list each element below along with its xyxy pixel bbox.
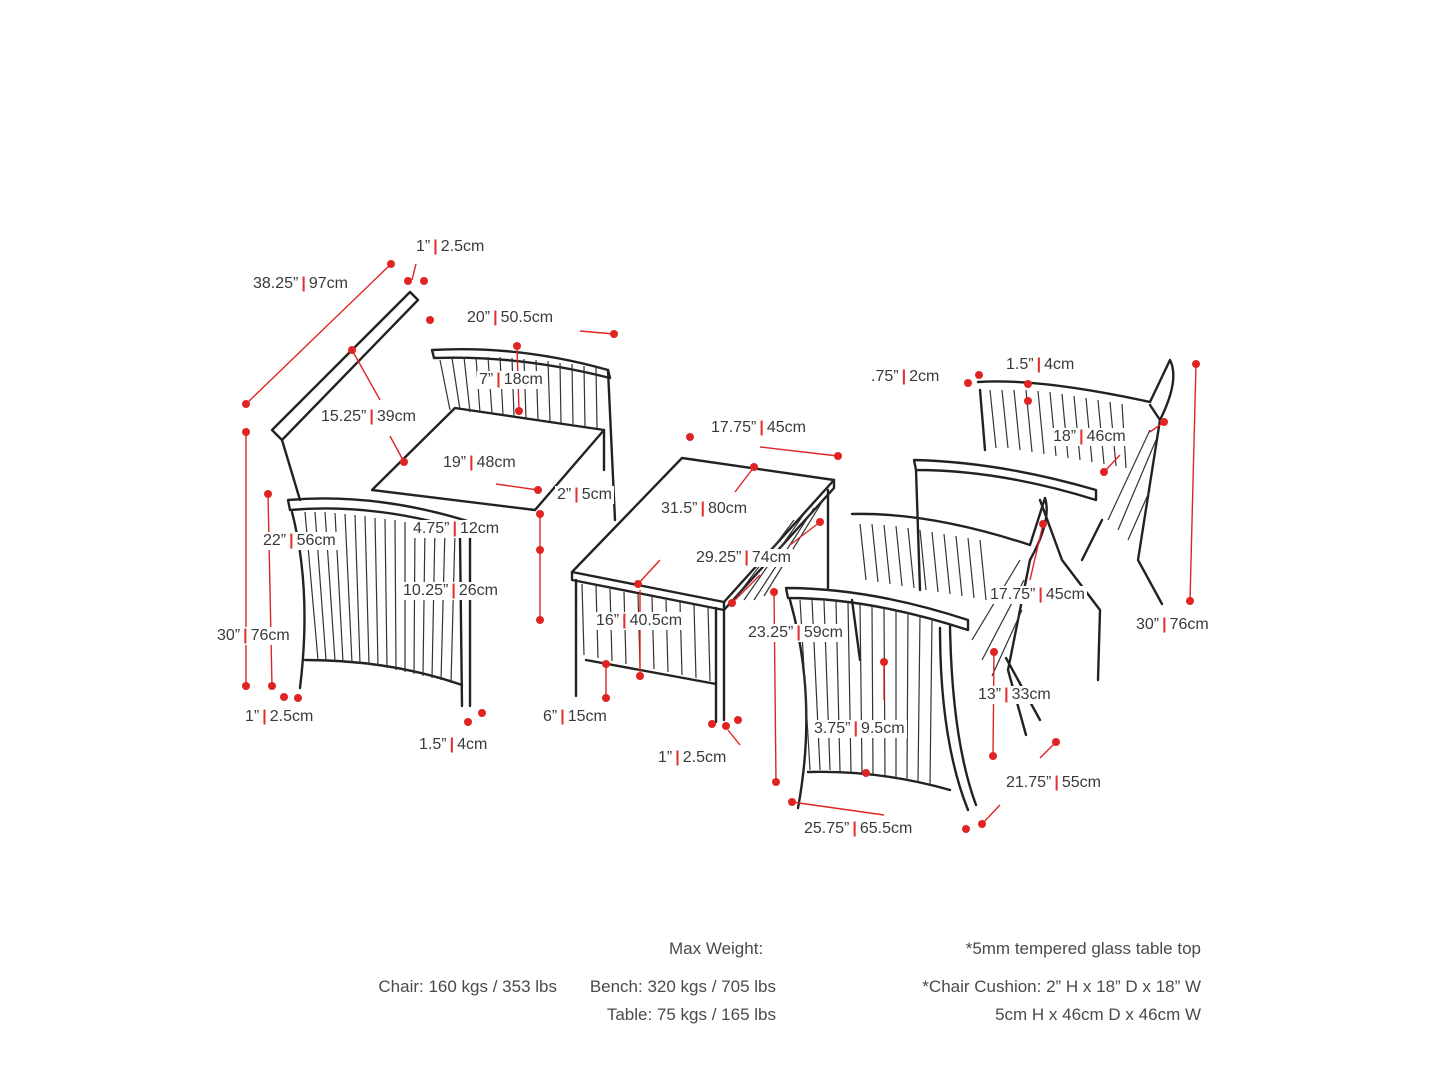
dim-bench-width: 38.25”|97cm bbox=[251, 275, 350, 293]
dim-table-width: 17.75”|45cm bbox=[709, 419, 808, 437]
dim-chair-leg-depth: 3.75”|9.5cm bbox=[812, 720, 907, 738]
back-chair-drawing bbox=[912, 358, 1175, 682]
max-weight-title: Max Weight: bbox=[669, 939, 764, 958]
dim-bench-cushion: 2”|5cm bbox=[555, 486, 614, 504]
cushion-note-imperial: *Chair Cushion: 2” H x 18” D x 18” W bbox=[922, 977, 1201, 996]
front-chair-drawing bbox=[784, 496, 1048, 812]
bench-weight: Bench: 320 kgs / 705 lbs bbox=[589, 977, 776, 996]
dim-bench-back-height: 15.25”|39cm bbox=[319, 408, 418, 426]
dim-table-leg: 1”|2.5cm bbox=[656, 749, 729, 767]
dim-bench-seat-height-2: 10.25”|26cm bbox=[401, 582, 500, 600]
chair-weight: Chair: 160 kgs / 353 lbs bbox=[378, 977, 557, 996]
dim-chair-depth: 18”|46cm bbox=[1051, 428, 1128, 446]
dim-chair-total-height: 30”|76cm bbox=[1134, 616, 1211, 634]
dim-table-height: 16”|40.5cm bbox=[594, 612, 685, 630]
dim-chair-back-frame: 1.5”|4cm bbox=[1004, 356, 1077, 374]
dim-chair-width: 25.75”|65.5cm bbox=[802, 820, 915, 838]
dim-bench-arm-total-height: 22”|56cm bbox=[261, 532, 338, 550]
dim-table-shelf: 6”|15cm bbox=[541, 708, 609, 726]
dim-bench-leg: 1”|2.5cm bbox=[243, 708, 316, 726]
dim-bench-seat-width: 19”|48cm bbox=[441, 454, 518, 472]
table-weight: Table: 75 kgs / 165 lbs bbox=[606, 1005, 776, 1024]
dimension-markers bbox=[242, 260, 1200, 833]
dim-bench-arm-height: 7”|18cm bbox=[477, 371, 545, 389]
dim-bench-leg-depth: 1.5”|4cm bbox=[417, 736, 490, 754]
dim-chair-frame: .75”|2cm bbox=[869, 368, 942, 386]
dim-bench-top-frame: 1”|2.5cm bbox=[414, 238, 487, 256]
dim-chair-arm-height: 23.25”|59cm bbox=[746, 624, 845, 642]
dim-bench-depth: 20”|50.5cm bbox=[465, 309, 556, 327]
dim-chair-side-depth: 21.75”|55cm bbox=[1004, 774, 1103, 792]
dim-bench-arm-width: 4.75”|12cm bbox=[411, 520, 502, 538]
cushion-note-metric: 5cm H x 46cm D x 46cm W bbox=[995, 1005, 1201, 1024]
dim-table-length: 31.5”|80cm bbox=[659, 500, 750, 518]
dim-chair-seat-height: 13”|33cm bbox=[976, 686, 1053, 704]
glass-note: *5mm tempered glass table top bbox=[965, 939, 1201, 958]
dim-chair-seat-depth: 17.75”|45cm bbox=[988, 586, 1087, 604]
dim-bench-total-height: 30”|76cm bbox=[215, 627, 292, 645]
dim-table-diagonal: 29.25”|74cm bbox=[694, 549, 793, 567]
